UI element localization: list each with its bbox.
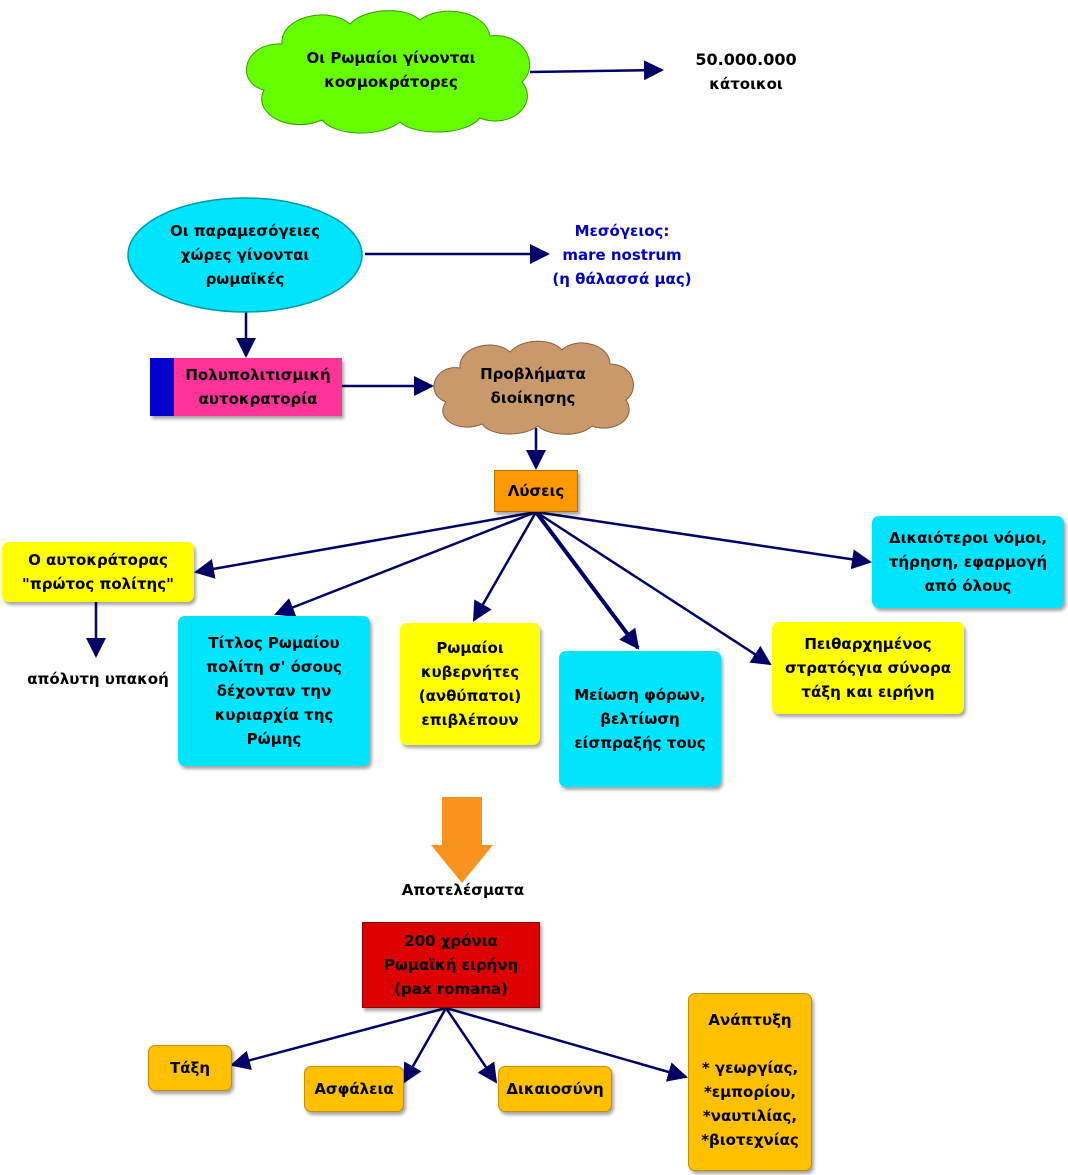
arrow-solutions-to-citizenship (274, 510, 537, 617)
green-cloud-shape (246, 10, 531, 134)
admin-problems-text: Προβλήματα διοίκησης (480, 365, 586, 407)
population-number: 50.000.000 (695, 50, 797, 69)
population-label: 50.000.000 κάτοικοι (676, 44, 816, 100)
med-countries-text: Οι παραμεσόγειες χώρες γίνονται ρωμαϊκές (169, 222, 321, 288)
arrow-solutions-to-emperor (194, 510, 537, 579)
security-box: Ασφάλεια (304, 1066, 404, 1112)
romans-world-rulers-cloud: Οι Ρωμαίοι γίνονται κοσμοκράτορες (240, 6, 542, 134)
arrow-pax-to-order (230, 1006, 447, 1071)
justice-box: Δικαιοσύνη (498, 1066, 612, 1112)
absolute-obedience-label: απόλυτη υπακοή (27, 670, 169, 688)
arrow-solutions-to-army (535, 510, 772, 666)
results-label: Αποτελέσματα (401, 881, 525, 899)
romans-world-rulers-text: Οι Ρωμαίοι γίνονται κοσμοκράτορες (306, 49, 476, 91)
multicultural-empire-box: Πολυπολιτισμική αυτοκρατορία (150, 358, 342, 416)
order-box: Τάξη (148, 1045, 232, 1091)
results-block-arrow (431, 797, 493, 883)
development-items: * γεωργίας, *εμπορίου, *ναυτιλίας, *βιοτ… (701, 1059, 799, 1149)
arrow-pax-to-security (402, 1007, 448, 1084)
multicultural-empire-text: Πολυπολιτισμική αυτοκρατορία (185, 366, 331, 408)
solutions-box: Λύσεις (494, 470, 578, 512)
population-unit: κάτοικοι (709, 75, 783, 93)
admin-problems-cloud: Προβλήματα διοίκησης (430, 338, 636, 435)
arrow-solutions-to-tax (534, 510, 640, 650)
arrow-rulers-to-population (529, 60, 664, 81)
brown-cloud-shape (433, 340, 634, 435)
fairer-laws-box: Δικαιότεροι νόμοι, τήρηση, εφαρμογή από … (872, 516, 1064, 608)
pax-romana-box: 200 χρόνια Ρωμαϊκή ειρήνη (pax romana) (362, 922, 540, 1008)
development-box: Ανάπτυξη * γεωργίας, *εμπορίου, *ναυτιλί… (688, 993, 812, 1171)
blue-side-bar (150, 358, 174, 416)
roman-governors-box: Ρωμαίοι κυβερνήτες (ανθύπατοι) επιβλέπου… (400, 623, 540, 745)
disciplined-army-box: Πειθαρχημένος στρατόςγια σύνορα τάξη και… (772, 622, 964, 714)
tax-reduction-box: Μείωση φόρων, βελτίωση είσπραξής τους (559, 651, 721, 787)
arrow-pax-to-development (445, 1006, 688, 1082)
development-title: Ανάπτυξη (708, 1011, 792, 1029)
arrow-solutions-to-governors (472, 511, 538, 622)
arrow-solutions-to-laws (535, 510, 872, 570)
roman-citizenship-box: Τίτλος Ρωμαίου πολίτη σ' όσους δέχονταν … (178, 616, 370, 766)
med-countries-ellipse: Οι παραμεσόγειες χώρες γίνονται ρωμαϊκές (126, 196, 364, 314)
emperor-first-citizen-box: Ο αυτοκράτορας "πρώτος πολίτης" (2, 542, 194, 602)
mediterranean-label: Μεσόγειος: mare nostrum (η θάλασσά μας) (552, 222, 692, 288)
cyan-ellipse-shape (127, 197, 363, 313)
arrow-pax-to-justice (444, 1007, 498, 1084)
